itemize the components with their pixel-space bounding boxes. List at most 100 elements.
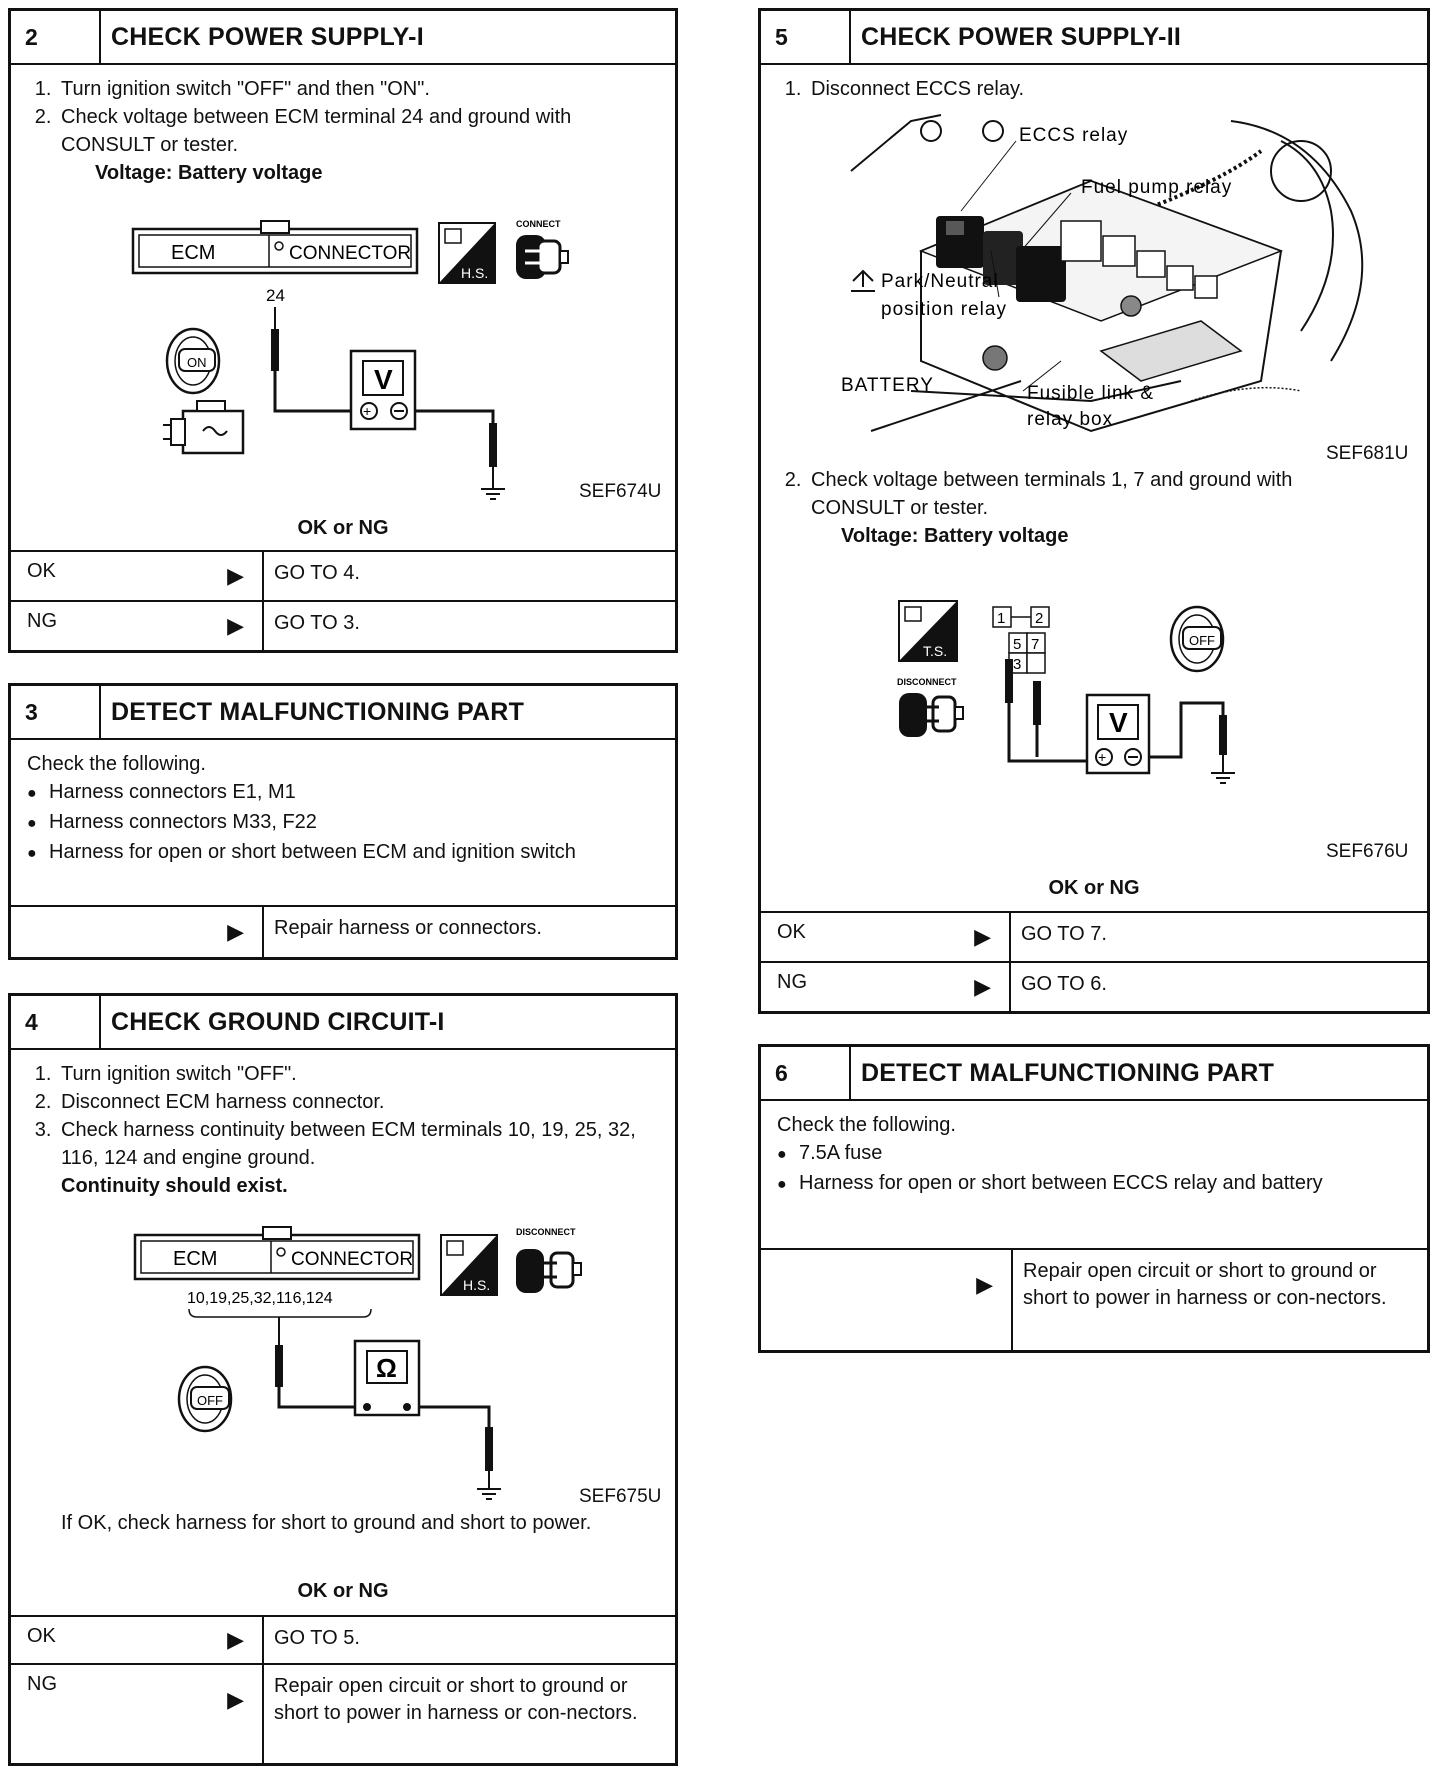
step-item: Check voltage between ECM terminal 24 an… xyxy=(57,103,659,159)
result-row-ng: NG ▶ GO TO 6. xyxy=(761,961,1427,1011)
ecm-connector-diagram: ECM CONNECTOR xyxy=(131,220,419,275)
ground-symbol-icon xyxy=(477,1488,501,1500)
svg-text:OFF: OFF xyxy=(197,1393,223,1408)
result-row-ng: NG ▶ Repair open circuit or short to grou… xyxy=(11,1663,675,1763)
result-label: OK xyxy=(27,560,56,582)
svg-text:Fuel pump relay: Fuel pump relay xyxy=(1081,177,1232,198)
ohmmeter-icon: Ω xyxy=(353,1339,421,1417)
ground-symbol-icon xyxy=(1211,772,1235,784)
section-3: 3 DETECT MALFUNCTIONING PART Check the f… xyxy=(8,683,678,960)
result-row-ok: OK ▶ GO TO 4. xyxy=(11,550,675,600)
note-text: If OK, check harness for short to ground… xyxy=(61,1512,592,1534)
result-row-ok: OK▶ GO TO 5. xyxy=(11,1615,675,1663)
step-number: 3 xyxy=(11,686,101,738)
step-number: 5 xyxy=(761,11,851,63)
result-action: GO TO 7. xyxy=(1021,923,1107,945)
svg-text:T.S.: T.S. xyxy=(923,643,947,659)
terminal-voltage-diagram: T.S. DISCONNECT 1 2 5 7 3 xyxy=(897,600,1235,784)
svg-text:DISCONNECT: DISCONNECT xyxy=(897,677,957,687)
svg-text:2: 2 xyxy=(1035,610,1043,627)
ignition-key-off-icon: OFF xyxy=(177,1365,233,1433)
arrow-icon: ▶ xyxy=(227,1627,244,1652)
check-item: Harness for open or short between ECM an… xyxy=(49,838,659,868)
terminal-label: 24 xyxy=(266,286,285,305)
voltmeter-icon: V + xyxy=(1085,693,1151,775)
arrow-icon: ▶ xyxy=(227,1687,244,1712)
section-header: 6 DETECT MALFUNCTIONING PART xyxy=(761,1047,1427,1101)
svg-text:relay box: relay box xyxy=(1027,409,1113,430)
section-header: 3 DETECT MALFUNCTIONING PART xyxy=(11,686,675,740)
section-body: Check the following. 7.5A fuse Harness f… xyxy=(761,1101,1427,1199)
step-item: Check harness continuity between ECM ter… xyxy=(57,1116,659,1172)
svg-text:ECCS relay: ECCS relay xyxy=(1019,125,1128,146)
section-title: CHECK POWER SUPPLY-II xyxy=(861,22,1181,51)
svg-text:CONNECT: CONNECT xyxy=(516,219,561,229)
svg-text:Park/Neutral: Park/Neutral xyxy=(881,271,999,292)
arrow-icon: ▶ xyxy=(227,919,244,944)
result-action: Repair harness or connectors. xyxy=(274,917,542,939)
check-item: Harness connectors M33, F22 xyxy=(49,808,659,838)
svg-text:position relay: position relay xyxy=(881,299,1007,320)
check-item: Harness for open or short between ECCS r… xyxy=(799,1169,1411,1199)
hs-tool-icon: H.S. xyxy=(440,1234,498,1296)
arrow-icon: ▶ xyxy=(227,563,244,588)
disconnect-icon: DISCONNECT xyxy=(897,677,964,737)
arrow-icon: ▶ xyxy=(974,924,991,949)
result-row: ▶ Repair open circuit or short to ground… xyxy=(761,1248,1427,1350)
step-item: Check voltage between terminals 1, 7 and… xyxy=(807,466,1387,522)
svg-text:DISCONNECT: DISCONNECT xyxy=(516,1227,576,1237)
ignition-key-on-icon: ON xyxy=(165,327,221,395)
spec-text: Voltage: Battery voltage xyxy=(841,525,1069,547)
hs-tool-icon: H.S. xyxy=(438,222,496,284)
step-item: Turn ignition switch "OFF" and then "ON"… xyxy=(57,75,659,103)
section-6: 6 DETECT MALFUNCTIONING PART Check the f… xyxy=(758,1044,1430,1353)
result-question: OK or NG xyxy=(297,517,389,539)
section-header: 4 CHECK GROUND CIRCUIT-I xyxy=(11,996,675,1050)
step-number: 4 xyxy=(11,996,101,1048)
section-body: Turn ignition switch "OFF" and then "ON"… xyxy=(11,65,675,187)
result-action: GO TO 6. xyxy=(1021,973,1107,995)
section-body: Turn ignition switch "OFF". Disconnect E… xyxy=(11,1050,675,1200)
result-action: Repair open circuit or short to ground o… xyxy=(1023,1260,1387,1309)
svg-text:ECM: ECM xyxy=(171,242,215,264)
result-action: GO TO 4. xyxy=(274,562,360,584)
svg-text:CONNECTOR: CONNECTOR xyxy=(289,243,411,264)
result-action: GO TO 5. xyxy=(274,1627,360,1649)
section-title: DETECT MALFUNCTIONING PART xyxy=(111,697,525,726)
svg-text:+: + xyxy=(363,403,371,419)
result-label: NG xyxy=(27,1673,57,1695)
svg-text:CONNECTOR: CONNECTOR xyxy=(291,1249,413,1270)
figure-ref: SEF676U xyxy=(1326,841,1409,862)
svg-text:Ω: Ω xyxy=(376,1353,397,1383)
result-action: Repair open circuit or short to ground o… xyxy=(274,1675,638,1724)
terminals-label: 10,19,25,32,116,124 xyxy=(187,1290,333,1307)
svg-text:7: 7 xyxy=(1031,636,1039,653)
result-row-ng: NG▶ GO TO 3. xyxy=(11,600,675,650)
relay-terminal-diagram: 1 2 5 7 3 xyxy=(992,606,1050,674)
engine-icon xyxy=(163,400,245,455)
section-body: Check the following. Harness connectors … xyxy=(11,740,675,868)
voltage-check-diagram: ECM CONNECTOR 24 V + xyxy=(131,219,569,500)
section-body-step2: Check voltage between terminals 1, 7 and… xyxy=(777,466,1387,550)
ecm-connector-diagram: ECM CONNECTOR xyxy=(133,1226,421,1281)
result-row-ok: OK▶ GO TO 7. xyxy=(761,911,1427,961)
section-body: Disconnect ECCS relay. xyxy=(761,65,1427,103)
svg-text:ECM: ECM xyxy=(173,1248,217,1270)
section-4: 4 CHECK GROUND CIRCUIT-I Turn ignition s… xyxy=(8,993,678,1766)
svg-text:1: 1 xyxy=(997,610,1005,627)
svg-text:3: 3 xyxy=(1013,656,1021,673)
result-question: OK or NG xyxy=(297,1580,389,1602)
svg-text:V: V xyxy=(374,364,393,395)
section-5: 5 CHECK POWER SUPPLY-II Disconnect ECCS … xyxy=(758,8,1430,1014)
ground-symbol-icon xyxy=(481,488,505,500)
relay-box-photo: ECCS relay Fuel pump relay Park/Neutral … xyxy=(841,114,1364,433)
connect-icon: CONNECT xyxy=(516,219,569,279)
disconnect-icon: DISCONNECT xyxy=(516,1227,582,1293)
arrow-icon: ▶ xyxy=(974,974,991,999)
svg-text:5: 5 xyxy=(1013,636,1021,653)
result-label: NG xyxy=(777,971,807,993)
step-number: 6 xyxy=(761,1047,851,1099)
probe-leads xyxy=(1005,659,1227,773)
figure-ref: SEF674U xyxy=(579,481,662,502)
svg-text:ON: ON xyxy=(187,355,207,370)
